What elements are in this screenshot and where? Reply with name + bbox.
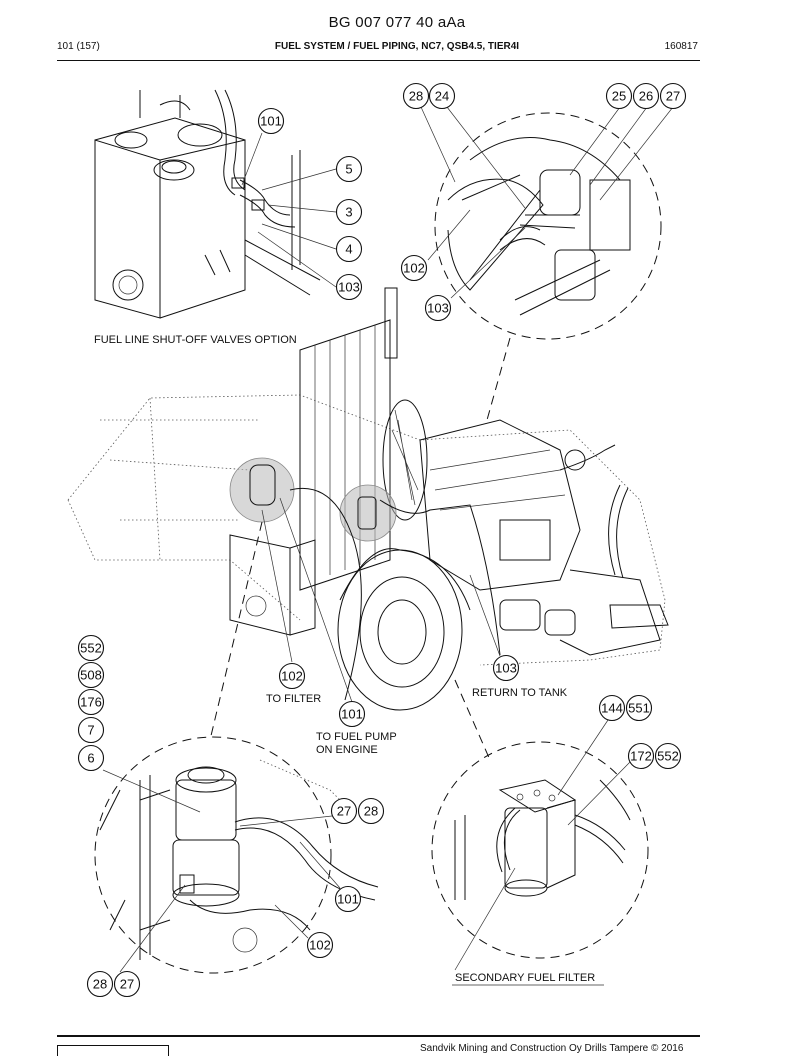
callout-28-bottom-left: 28 — [357, 797, 385, 825]
svg-text:5: 5 — [345, 162, 352, 177]
svg-text:6: 6 — [87, 751, 94, 766]
svg-text:101: 101 — [341, 707, 363, 722]
svg-text:102: 102 — [281, 669, 303, 684]
svg-text:144: 144 — [601, 701, 623, 716]
callout-103-top-right: 103 — [424, 294, 452, 322]
footer-rule — [57, 1035, 700, 1037]
callout-101-main: 101 — [338, 700, 366, 728]
date-code: 160817 — [664, 41, 698, 52]
svg-text:176: 176 — [80, 695, 102, 710]
callout-bubbles: 101 5 3 4 103 28 24 25 26 27 102 103 102… — [77, 82, 687, 998]
svg-text:102: 102 — [403, 261, 425, 276]
callout-102-bottom-left: 102 — [306, 931, 334, 959]
svg-text:28: 28 — [93, 977, 107, 992]
callout-6: 6 — [77, 744, 105, 772]
label-return-to-tank: RETURN TO TANK — [472, 687, 568, 699]
svg-text:551: 551 — [628, 701, 650, 716]
page-number: 101 (157) — [57, 41, 100, 52]
svg-text:172: 172 — [630, 749, 652, 764]
callout-24: 24 — [428, 82, 456, 110]
callout-7: 7 — [77, 716, 105, 744]
svg-text:103: 103 — [495, 661, 517, 676]
copyright-text: Sandvik Mining and Construction Oy Drill… — [420, 1043, 684, 1054]
callout-103-main: 103 — [492, 654, 520, 682]
page-title: FUEL SYSTEM / FUEL PIPING, NC7, QSB4.5, … — [274, 41, 520, 52]
primary-filter-detail — [94, 736, 379, 974]
engine-connection-detail — [434, 112, 662, 340]
label-secondary-fuel-filter: SECONDARY FUEL FILTER — [455, 972, 595, 984]
svg-text:103: 103 — [338, 280, 360, 295]
svg-text:27: 27 — [337, 804, 351, 819]
shutoff-valve-detail — [94, 89, 321, 319]
header-rule — [57, 60, 700, 61]
svg-text:552: 552 — [657, 749, 679, 764]
detail-leader-left — [209, 521, 263, 741]
svg-text:101: 101 — [337, 892, 359, 907]
svg-text:25: 25 — [612, 89, 626, 104]
svg-text:3: 3 — [345, 205, 352, 220]
svg-text:552: 552 — [80, 641, 102, 656]
svg-text:101: 101 — [260, 114, 282, 129]
callout-4: 4 — [335, 235, 363, 263]
callout-552-right: 552 — [654, 742, 682, 770]
callout-101-top-left: 101 — [257, 107, 285, 135]
label-shutoff-option: FUEL LINE SHUT-OFF VALVES OPTION — [94, 334, 297, 346]
callout-552-left: 552 — [77, 634, 105, 662]
svg-text:26: 26 — [639, 89, 653, 104]
callout-144: 144 — [598, 694, 626, 722]
callout-508: 508 — [77, 661, 105, 689]
callout-27-bottom-left: 27 — [330, 797, 358, 825]
callout-3: 3 — [335, 198, 363, 226]
callout-25: 25 — [605, 82, 633, 110]
callout-101-bottom-left: 101 — [334, 885, 362, 913]
svg-text:103: 103 — [427, 301, 449, 316]
svg-text:24: 24 — [435, 89, 449, 104]
svg-text:28: 28 — [409, 89, 423, 104]
label-to-filter: TO FILTER — [266, 693, 321, 705]
callout-172: 172 — [627, 742, 655, 770]
svg-text:28: 28 — [364, 804, 378, 819]
svg-text:7: 7 — [87, 723, 94, 738]
svg-text:508: 508 — [80, 668, 102, 683]
document-id: BG 007 077 40 aAa — [328, 14, 466, 31]
detail-leader-top — [486, 337, 511, 421]
callout-176: 176 — [77, 688, 105, 716]
callout-103-top-left: 103 — [335, 273, 363, 301]
svg-text:4: 4 — [345, 242, 352, 257]
callout-28-top-right: 28 — [402, 82, 430, 110]
label-to-fuel-pump: TO FUEL PUMP — [316, 731, 397, 743]
leader-lines — [102, 106, 674, 986]
callout-27-top-right: 27 — [659, 82, 687, 110]
callout-551: 551 — [625, 694, 653, 722]
svg-text:27: 27 — [666, 89, 680, 104]
label-on-engine: ON ENGINE — [316, 744, 378, 756]
svg-text:102: 102 — [309, 938, 331, 953]
callout-102-top-right: 102 — [400, 254, 428, 282]
svg-text:27: 27 — [120, 977, 134, 992]
callout-5: 5 — [335, 155, 363, 183]
company-logo — [57, 1045, 169, 1056]
callout-26: 26 — [632, 82, 660, 110]
callout-28-bottom: 28 — [86, 970, 114, 998]
secondary-filter-detail — [431, 741, 649, 959]
callout-27-bottom: 27 — [113, 970, 141, 998]
machine-main-view — [67, 287, 669, 711]
callout-102-main: 102 — [278, 662, 306, 690]
